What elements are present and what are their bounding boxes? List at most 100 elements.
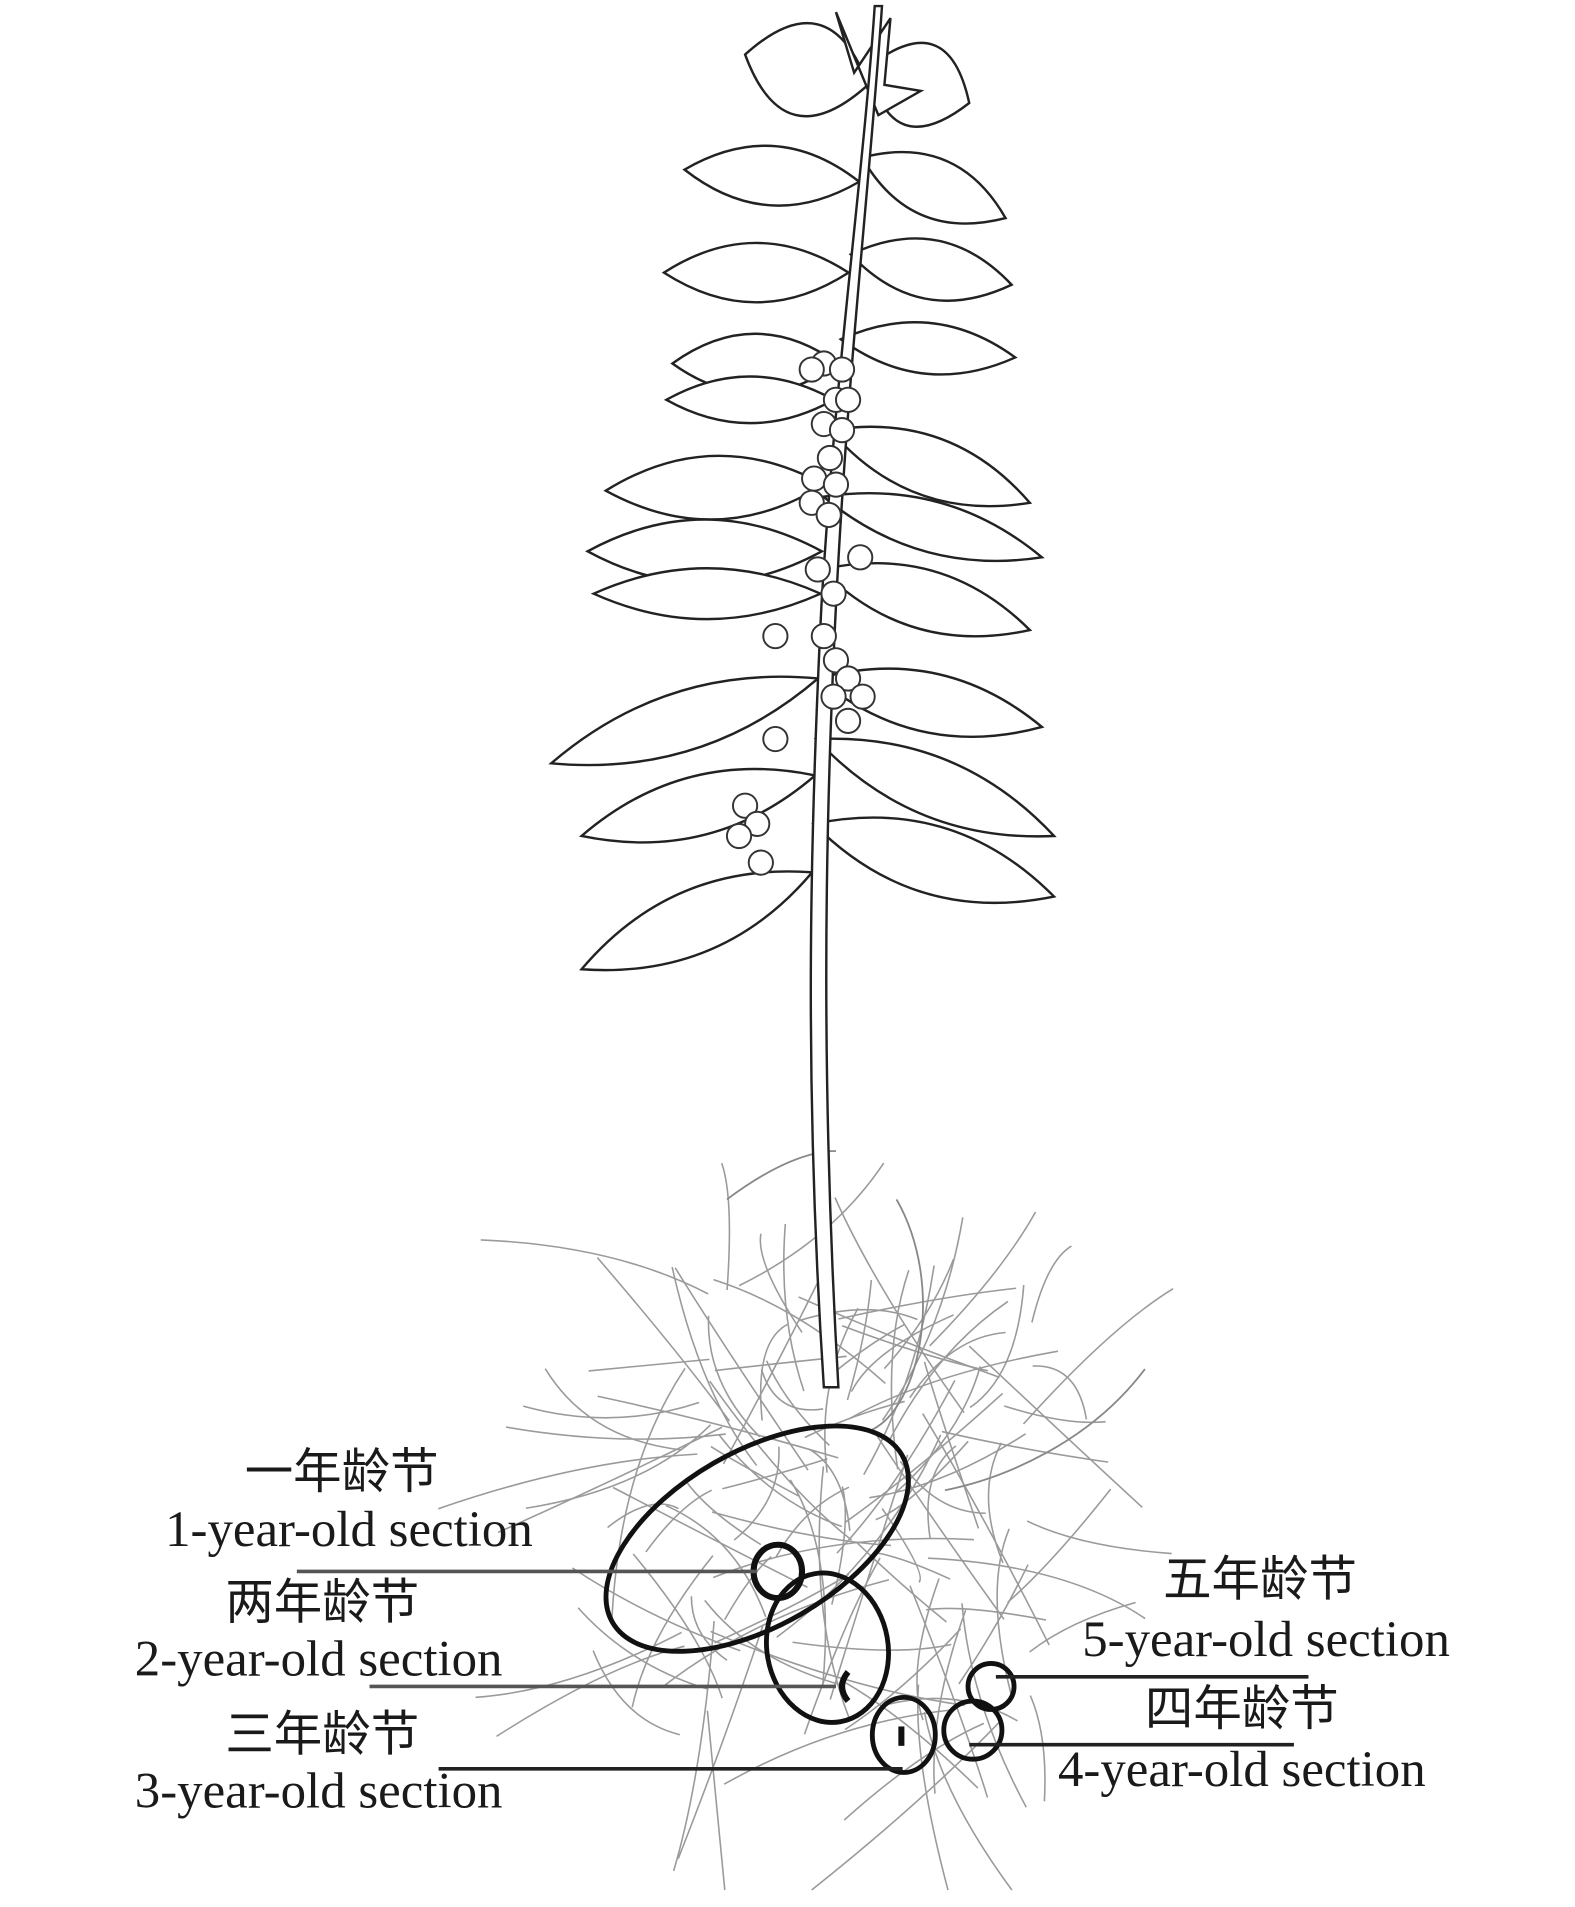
root-fiber — [927, 1445, 957, 1540]
leaf — [578, 767, 818, 844]
berry — [822, 647, 850, 674]
root-fiber — [1003, 1405, 1106, 1424]
root-fiber — [808, 1448, 851, 1531]
root-fiber — [923, 1361, 980, 1529]
root-fiber — [792, 1641, 952, 1651]
leaves — [548, 11, 1057, 972]
root-fiber — [789, 1479, 827, 1687]
root-fiber — [596, 1257, 731, 1422]
root-fiber — [877, 1552, 951, 1580]
root-fiber — [497, 1426, 723, 1534]
root-fiber — [571, 1567, 741, 1652]
marker-3-year — [869, 1694, 938, 1775]
root-fiber — [863, 1265, 935, 1476]
root-fiber — [706, 1710, 726, 1891]
root-fiber — [718, 1434, 843, 1528]
root-fiber — [1007, 1488, 1112, 1603]
root-fiber — [1032, 1365, 1088, 1420]
berry — [804, 556, 831, 583]
label-4-zh: 四年龄节 — [1145, 1681, 1339, 1737]
root-fiber — [798, 1308, 918, 1322]
root-fiber — [941, 1430, 1109, 1463]
leaf — [663, 375, 837, 425]
root-fiber — [610, 1367, 686, 1625]
leaf — [815, 667, 1045, 738]
leaf — [820, 491, 1045, 563]
root-fiber — [722, 1457, 828, 1490]
root-fiber — [838, 1287, 1017, 1320]
label-5-zh: 五年龄节 — [1163, 1552, 1357, 1608]
root-fiber — [776, 1434, 942, 1638]
root-fiber — [525, 1424, 712, 1509]
root-fiber — [836, 1380, 956, 1554]
root-fiber — [804, 1400, 905, 1439]
root-fiber — [760, 1369, 824, 1411]
root-fiber — [686, 1482, 762, 1546]
root-fiber — [665, 1504, 767, 1618]
berry-cluster — [725, 350, 876, 876]
root-fiber — [987, 1442, 1004, 1564]
root-fiber — [875, 1440, 969, 1521]
root-fiber — [933, 1609, 967, 1794]
leaf — [818, 561, 1033, 638]
berry — [849, 683, 876, 710]
root-fiber — [846, 1280, 873, 1401]
root-fiber — [661, 1578, 890, 1688]
root-fiber — [845, 1392, 1004, 1523]
root-fiber — [1029, 1695, 1046, 1802]
berry — [834, 665, 862, 692]
root-fiber — [597, 1395, 839, 1459]
root-fiber — [612, 1486, 808, 1588]
root-fiber — [522, 1401, 700, 1419]
marker-2-year — [763, 1570, 891, 1725]
root-fiber — [505, 1426, 726, 1440]
root-fiber — [1031, 1245, 1072, 1323]
berry — [816, 444, 843, 472]
leaf — [743, 21, 870, 118]
berry — [820, 580, 847, 607]
berry — [834, 707, 862, 734]
berry — [744, 810, 771, 837]
berry — [798, 356, 825, 383]
root-fiber — [709, 1380, 853, 1541]
root-fiber — [888, 1300, 1009, 1442]
leaf — [811, 816, 1057, 905]
label-1-en: 1-year-old section — [165, 1502, 533, 1558]
root-fiber — [645, 1489, 713, 1553]
berry — [834, 386, 862, 413]
berry — [828, 356, 856, 383]
root-fiber — [738, 1162, 885, 1287]
berry — [801, 465, 828, 492]
root-fiber — [916, 1578, 940, 1721]
root-fiber — [713, 1537, 974, 1579]
root-fiber — [803, 1557, 881, 1735]
root-fiber — [631, 1555, 714, 1708]
leaf — [603, 454, 827, 521]
root-fiber — [690, 1596, 728, 1661]
root-fiber — [713, 1278, 886, 1385]
label-2-zh: 两年龄节 — [225, 1575, 419, 1631]
root-fiber — [961, 1603, 1027, 1808]
root-fiber — [588, 1358, 710, 1372]
root-fiber — [958, 1564, 1029, 1685]
root-fiber — [677, 1624, 764, 1859]
root-fiber — [1026, 1520, 1172, 1555]
leaf — [827, 425, 1033, 508]
leaf — [548, 675, 821, 767]
leaf — [579, 870, 815, 972]
root-fiber — [856, 1541, 947, 1623]
root-fiber — [890, 1270, 910, 1470]
root-fiber — [765, 1360, 830, 1446]
leaf — [682, 144, 862, 207]
root-fiber — [733, 1446, 780, 1541]
root-fiber — [592, 1650, 681, 1736]
root-fiber — [834, 1197, 965, 1414]
root-fiber — [909, 1585, 989, 1798]
berry — [822, 471, 850, 498]
marker-1-year — [603, 1423, 911, 1654]
berry — [747, 849, 774, 876]
label-3-zh: 三年龄节 — [225, 1707, 419, 1763]
root-fiber — [850, 1314, 954, 1392]
label-4-en: 4-year-old section — [1058, 1742, 1426, 1798]
berry — [762, 725, 789, 753]
